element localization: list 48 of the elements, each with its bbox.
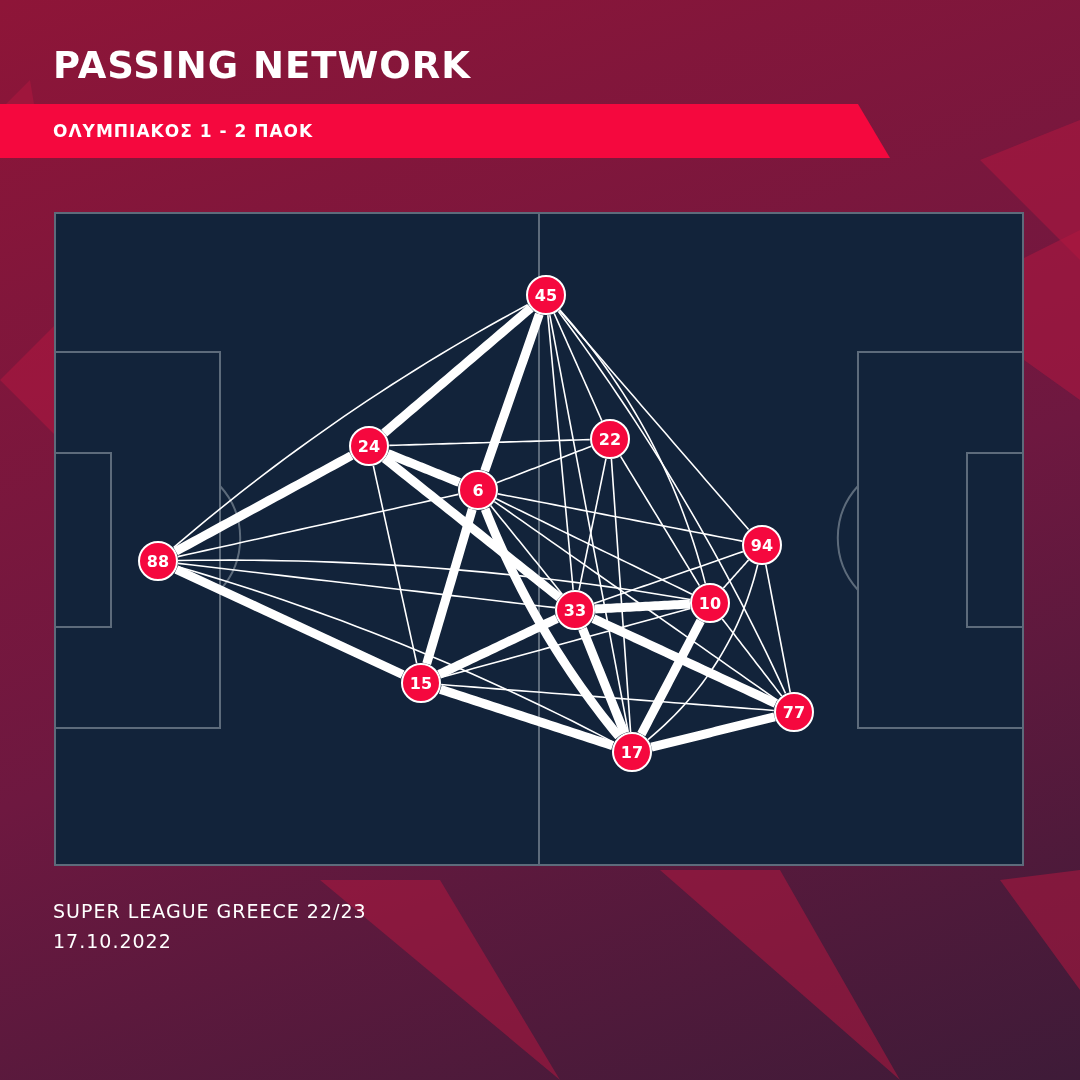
pass-line xyxy=(637,618,705,737)
pass-line xyxy=(495,445,593,484)
pass-line xyxy=(593,550,744,605)
pass-line xyxy=(439,685,614,750)
pass-line xyxy=(177,562,556,609)
pass-line xyxy=(172,303,529,549)
pass-line xyxy=(497,493,743,542)
pass-line xyxy=(721,618,783,697)
pass-line xyxy=(591,614,778,708)
pass-line xyxy=(558,309,707,585)
pass-line xyxy=(578,627,629,735)
pass-line xyxy=(381,454,563,602)
pass-line xyxy=(388,438,591,447)
score-banner xyxy=(0,104,890,158)
pass-line xyxy=(619,455,701,587)
pass-line xyxy=(647,564,759,741)
pass-line xyxy=(489,504,564,596)
match-date: 17.10.2022 xyxy=(53,930,172,952)
pass-line xyxy=(372,465,418,664)
match-score: ΟΛΥΜΠΙΑΚΟΣ 1 - 2 ΠΑΟΚ xyxy=(53,121,314,141)
pass-line xyxy=(722,559,750,589)
pass-line xyxy=(177,493,459,558)
pass-line xyxy=(439,607,692,679)
pass-line xyxy=(593,599,692,614)
pass-line xyxy=(650,712,776,752)
pass-line xyxy=(385,449,462,487)
pass-line xyxy=(558,309,750,531)
pass-line xyxy=(177,559,692,601)
competition-name: SUPER LEAGUE GREECE 22/23 xyxy=(53,900,367,922)
pass-line xyxy=(174,565,405,679)
pass-line xyxy=(176,565,615,744)
pass-line xyxy=(549,314,629,733)
pass-line xyxy=(557,310,787,695)
pass-line xyxy=(547,314,574,591)
pass-line xyxy=(578,458,607,591)
pass-line xyxy=(381,304,534,437)
pass-line xyxy=(553,312,603,422)
pass-line xyxy=(480,312,544,473)
pass-line xyxy=(422,508,477,665)
pass-line xyxy=(495,498,693,595)
pass-line xyxy=(440,683,775,712)
pass-line xyxy=(173,451,354,556)
title: PASSING NETWORK xyxy=(53,44,471,87)
pass-line xyxy=(493,500,779,702)
pass-line xyxy=(481,507,623,740)
pass-line xyxy=(610,458,632,733)
pass-line xyxy=(765,563,791,694)
pass-line xyxy=(437,614,559,679)
